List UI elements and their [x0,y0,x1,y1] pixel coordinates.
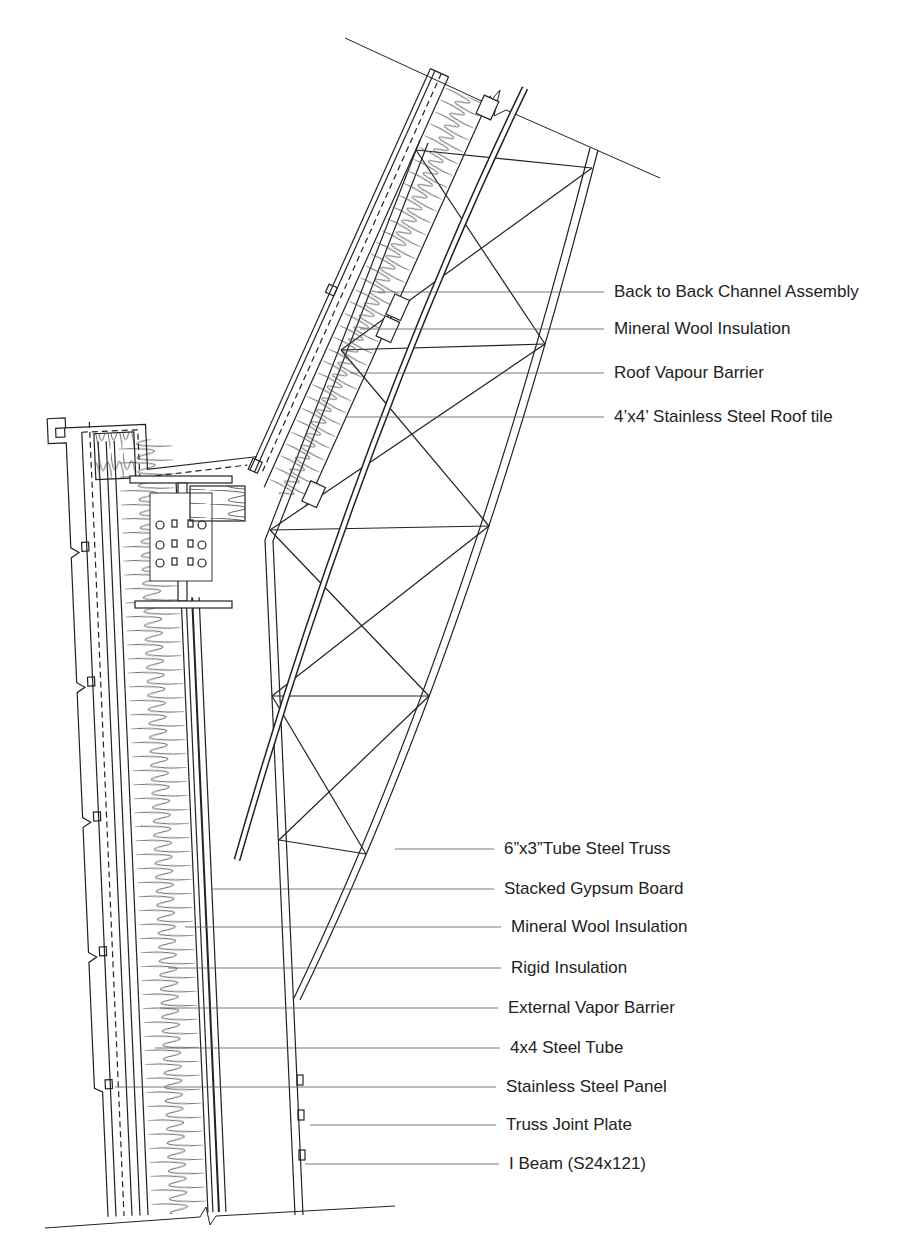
part-label: 6”x3”Tube Steel Truss [502,838,673,860]
part-label: Stainless Steel Panel [504,1076,669,1098]
roof-assembly [242,67,499,510]
part-label: Rigid Insulation [509,957,629,979]
part-label: I Beam (S24x121) [507,1153,648,1175]
part-label: Mineral Wool Insulation [509,916,689,938]
leader-lines [115,292,604,1164]
part-label: Roof Vapour Barrier [612,362,766,384]
part-label: Mineral Wool Insulation [612,318,792,340]
part-label: Back to Back Channel Assembly [612,281,861,303]
part-label: Stacked Gypsum Board [502,878,686,900]
part-label: 4’x4’ Stainless Steel Roof tile [612,406,835,428]
i-beam [130,476,245,608]
linework [45,38,660,1228]
part-label: External Vapor Barrier [506,997,677,1019]
part-label: Truss Joint Plate [504,1114,634,1136]
part-label: 4x4 Steel Tube [508,1037,625,1059]
wall-assembly [47,410,290,1218]
